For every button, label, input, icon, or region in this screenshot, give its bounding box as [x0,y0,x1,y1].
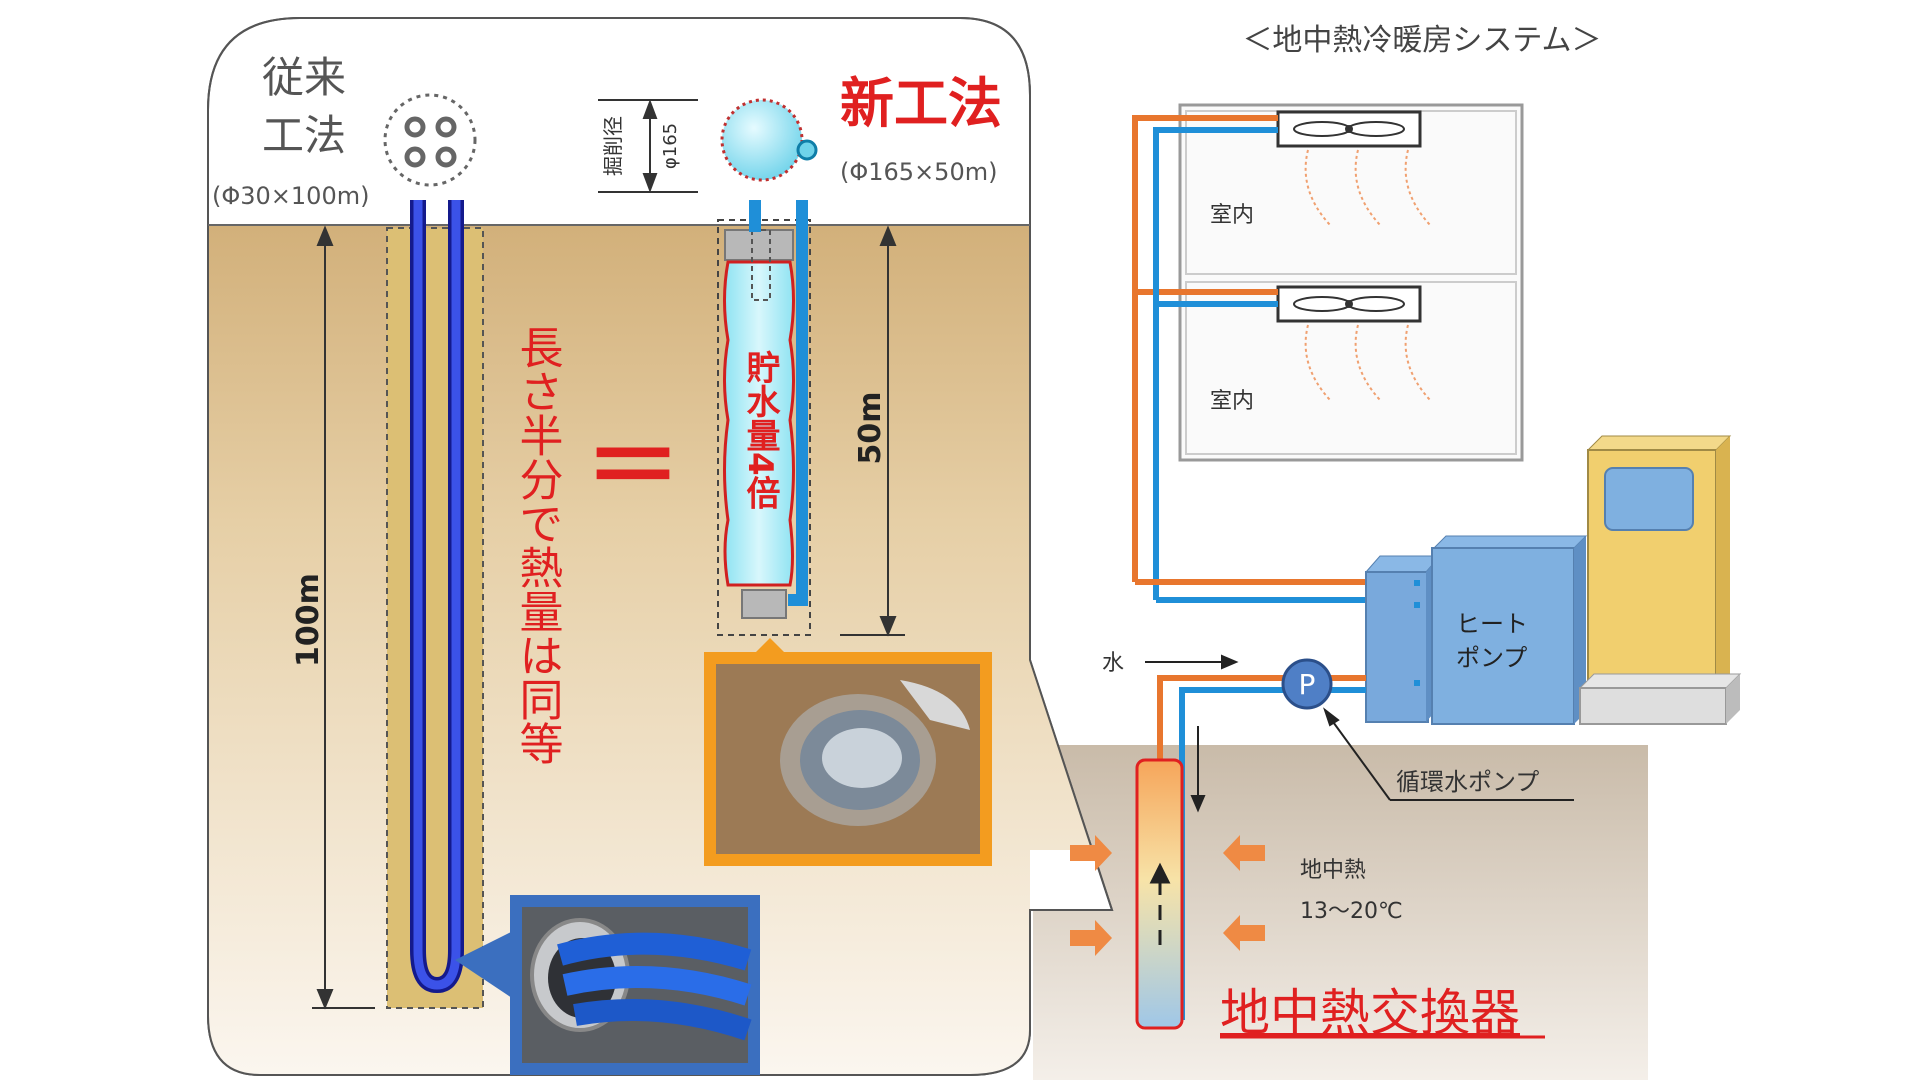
depth-label-50m: 50m [853,391,888,464]
new-method-title: 新工法 [840,72,1002,135]
tank-base [741,589,787,619]
bore-diameter-indicator [598,99,698,193]
building [1178,103,1524,462]
indoor-unit-lower [1276,285,1422,323]
depth-arrow-100m [312,225,375,1010]
heat-pump-label-line2: ポンプ [1456,644,1527,672]
ground-heat-label: 地中熱 [1300,858,1366,883]
u-tube-pipe [410,200,464,994]
ground-heat-arrows [1070,835,1265,956]
excavation-photo [704,638,992,866]
building-pipes [1132,115,1366,603]
conventional-cross-section-icon [383,93,477,187]
storage-label: 貯水量4倍 [740,350,780,510]
equals-sign: ＝ [585,411,681,523]
tank-cap [724,229,794,261]
comparison-note: 長さ半分で熱量は同等 [512,325,563,765]
down-arrow [1190,726,1206,813]
indoor-unit-upper [1276,110,1422,148]
ground-temperature: 13～20℃ [1300,899,1403,924]
depth-arrow-50m [840,225,905,637]
water-arrow [1145,654,1239,670]
exchanger-flow-arrow [1149,862,1171,945]
bore-label-line1: 掘削径 [601,116,625,176]
bore-label-line2: φ165 [660,123,681,169]
new-method-spec: (Φ165×50m) [840,158,997,186]
room-label-upper: 室内 [1210,203,1254,228]
airflow-lower [1304,324,1431,401]
heat-pump-unit [1364,535,1588,725]
new-cross-section-icon [720,98,818,182]
pump-label: 循環水ポンプ [1396,768,1539,796]
room-label-lower: 室内 [1210,389,1254,414]
water-storage-tank [723,260,795,587]
heat-pump-label-line1: ヒート [1456,610,1528,638]
water-label: 水 [1102,651,1124,676]
conventional-label-line1: 従来 [262,53,346,102]
conventional-soil-column [386,227,484,1009]
pump-pointer [1323,707,1574,801]
airflow-upper [1304,149,1431,226]
system-title: ＜地中熱冷暖房システム＞ [1242,23,1601,58]
tank-pipe [749,200,808,606]
comparison-panel-outline [207,17,1114,1076]
pipe-photo [455,895,760,1075]
exchanger-label: 地中熱交換器 [1220,984,1520,1042]
conventional-spec: (Φ30×100m) [212,182,369,210]
circulation-pump [1281,658,1333,710]
pump-symbol: P [1299,668,1316,701]
new-bore-outline [717,219,811,636]
outdoor-unit [1578,435,1742,725]
conventional-label-line2: 工法 [262,111,346,160]
depth-label-100m: 100m [291,573,326,667]
